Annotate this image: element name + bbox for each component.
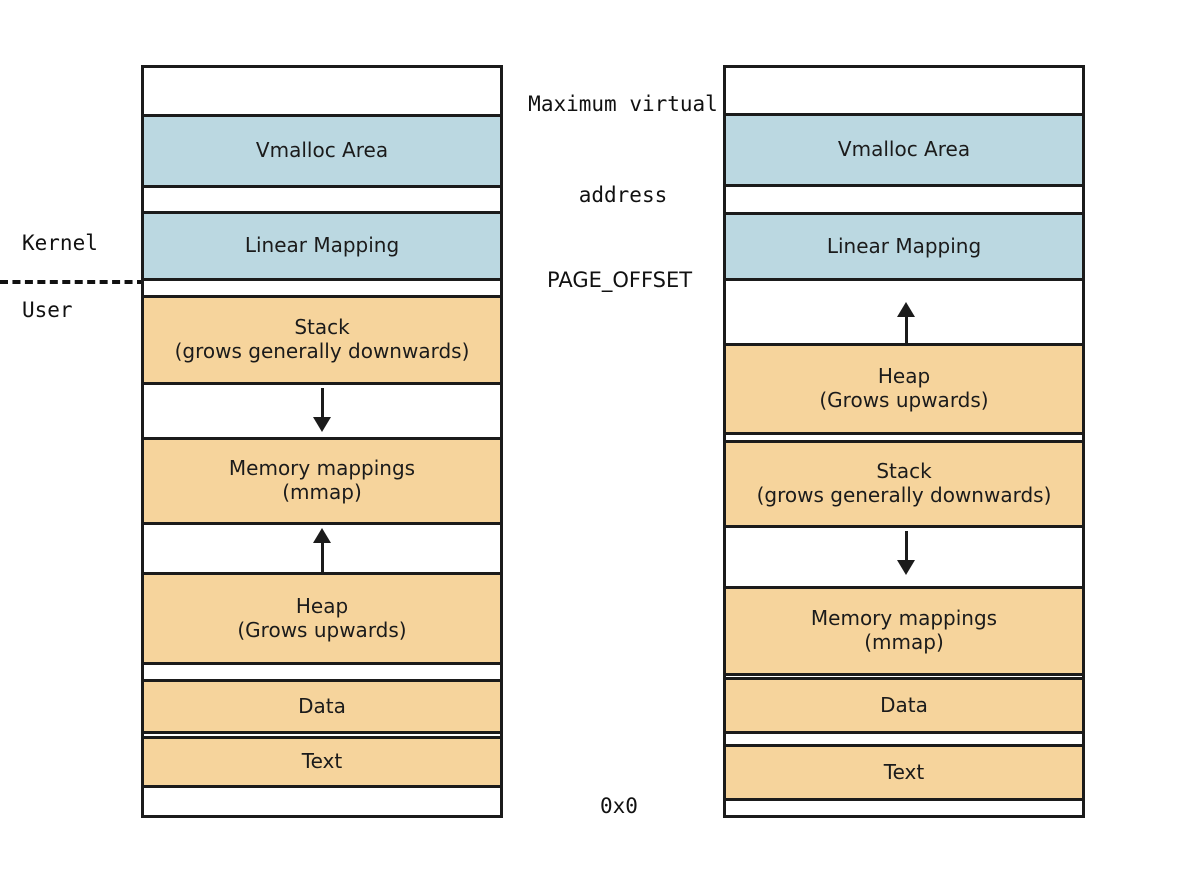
right-region-mmap-label: Memory mappings: [810, 606, 998, 631]
left-region-data: Data: [141, 679, 503, 734]
right-region-vmalloc: Vmalloc Area: [723, 113, 1085, 187]
left-region-heap-label: Heap: [295, 593, 349, 618]
right-region-stack: Stack (grows generally downwards): [723, 440, 1085, 528]
zero-address-annotation: 0x0: [600, 794, 638, 818]
left-region-vmalloc: Vmalloc Area: [141, 114, 503, 188]
max-virtual-address-annotation: Maximum virtual address: [498, 28, 748, 272]
max-virtual-address-line-1: Maximum virtual: [528, 91, 718, 116]
right-region-heap-sublabel: (Grows upwards): [819, 388, 989, 412]
max-virtual-address-line-2: address: [578, 183, 668, 208]
right-region-heap: Heap (Grows upwards): [723, 343, 1085, 435]
right-region-heap-label: Heap: [877, 364, 931, 389]
kernel-user-divider: [0, 280, 145, 284]
left-region-mmap-label: Memory mappings: [228, 456, 416, 481]
left-region-data-label: Data: [298, 693, 346, 718]
left-region-mmap: Memory mappings (mmap): [141, 437, 503, 525]
right-region-text: Text: [723, 744, 1085, 801]
right-region-data-label: Data: [880, 692, 928, 717]
user-space-label: User: [22, 298, 73, 322]
left-region-stack-label: Stack: [294, 315, 350, 340]
kernel-space-label: Kernel: [22, 231, 98, 255]
right-region-data: Data: [723, 677, 1085, 734]
right-region-stack-sublabel: (grows generally downwards): [756, 483, 1052, 507]
right-region-text-label: Text: [883, 759, 925, 784]
left-region-heap: Heap (Grows upwards): [141, 572, 503, 665]
page-offset-annotation: PAGE_OFFSET: [547, 268, 693, 292]
left-region-text: Text: [141, 736, 503, 788]
left-region-vmalloc-label: Vmalloc Area: [255, 138, 389, 163]
right-region-vmalloc-label: Vmalloc Area: [837, 137, 971, 162]
right-region-stack-label: Stack: [876, 459, 932, 484]
right-region-linear-mapping-label: Linear Mapping: [826, 233, 982, 258]
left-region-heap-sublabel: (Grows upwards): [237, 617, 407, 642]
left-region-linear-mapping: Linear Mapping: [141, 211, 503, 281]
left-region-stack-sublabel: (grows generally downwards): [174, 339, 470, 363]
left-region-text-label: Text: [301, 749, 343, 774]
right-region-linear-mapping: Linear Mapping: [723, 212, 1085, 281]
left-region-linear-mapping-label: Linear Mapping: [244, 233, 400, 258]
right-region-mmap-sublabel: (mmap): [864, 630, 944, 654]
right-region-mmap: Memory mappings (mmap): [723, 586, 1085, 676]
left-region-stack: Stack (grows generally downwards): [141, 295, 503, 385]
left-region-mmap-sublabel: (mmap): [282, 480, 362, 504]
